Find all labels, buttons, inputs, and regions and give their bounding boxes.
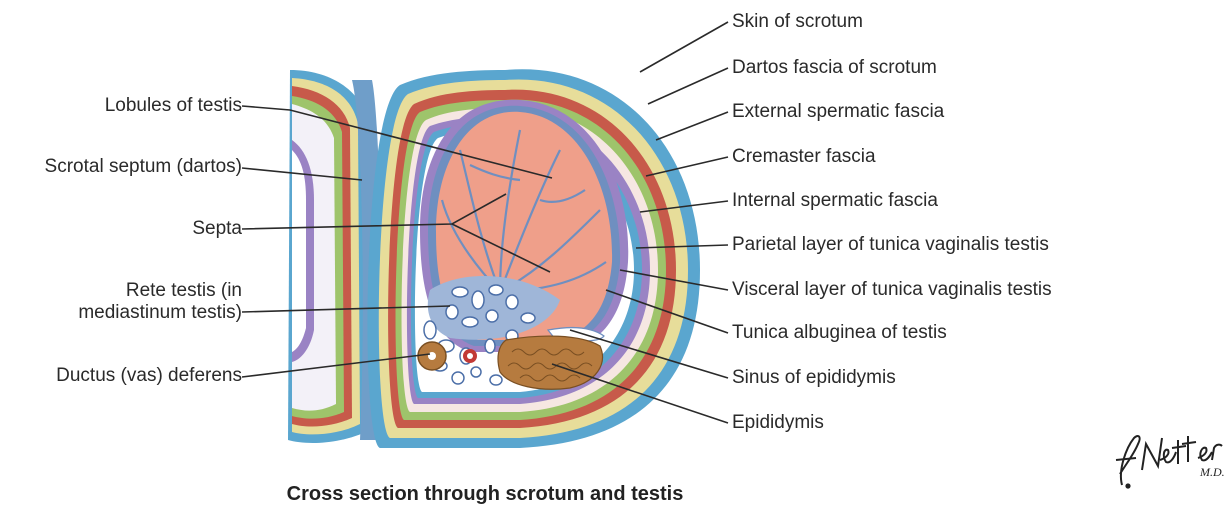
label-ductus-deferens: Ductus (vas) deferens	[56, 365, 242, 386]
label-lobules-of-testis: Lobules of testis	[104, 95, 242, 116]
label-external-spermatic-fascia: External spermatic fascia	[732, 101, 945, 122]
label-rete-testis-line2: mediastinum testis)	[78, 302, 242, 323]
label-parietal-tunica-vaginalis: Parietal layer of tunica vaginalis testi…	[732, 234, 1049, 255]
label-septa: Septa	[192, 218, 242, 239]
label-rete-testis-line1: Rete testis (in	[125, 280, 242, 301]
label-cremaster-fascia: Cremaster fascia	[732, 146, 876, 167]
label-skin-of-scrotum: Skin of scrotum	[732, 11, 863, 32]
epididymis	[497, 335, 604, 390]
label-visceral-tunica-vaginalis: Visceral layer of tunica vaginalis testi…	[732, 279, 1052, 300]
label-epididymis: Epididymis	[732, 412, 824, 433]
label-dartos-fascia: Dartos fascia of scrotum	[732, 57, 937, 78]
label-sinus-of-epididymis: Sinus of epididymis	[732, 367, 896, 388]
rete-testis	[423, 276, 560, 386]
label-internal-spermatic-fascia: Internal spermatic fascia	[732, 190, 938, 211]
svg-text:M.D.: M.D.	[1199, 465, 1225, 479]
label-scrotal-septum: Scrotal septum (dartos)	[44, 156, 242, 177]
figure-caption: Cross section through scrotum and testis	[286, 483, 684, 505]
leader-lines-right	[551, 21, 729, 424]
leader-lines-left	[241, 105, 553, 378]
label-tunica-albuginea: Tunica albuginea of testis	[732, 322, 947, 343]
netter-signature: M.D.	[1115, 435, 1225, 489]
left-scrotal-compartment	[288, 70, 370, 443]
